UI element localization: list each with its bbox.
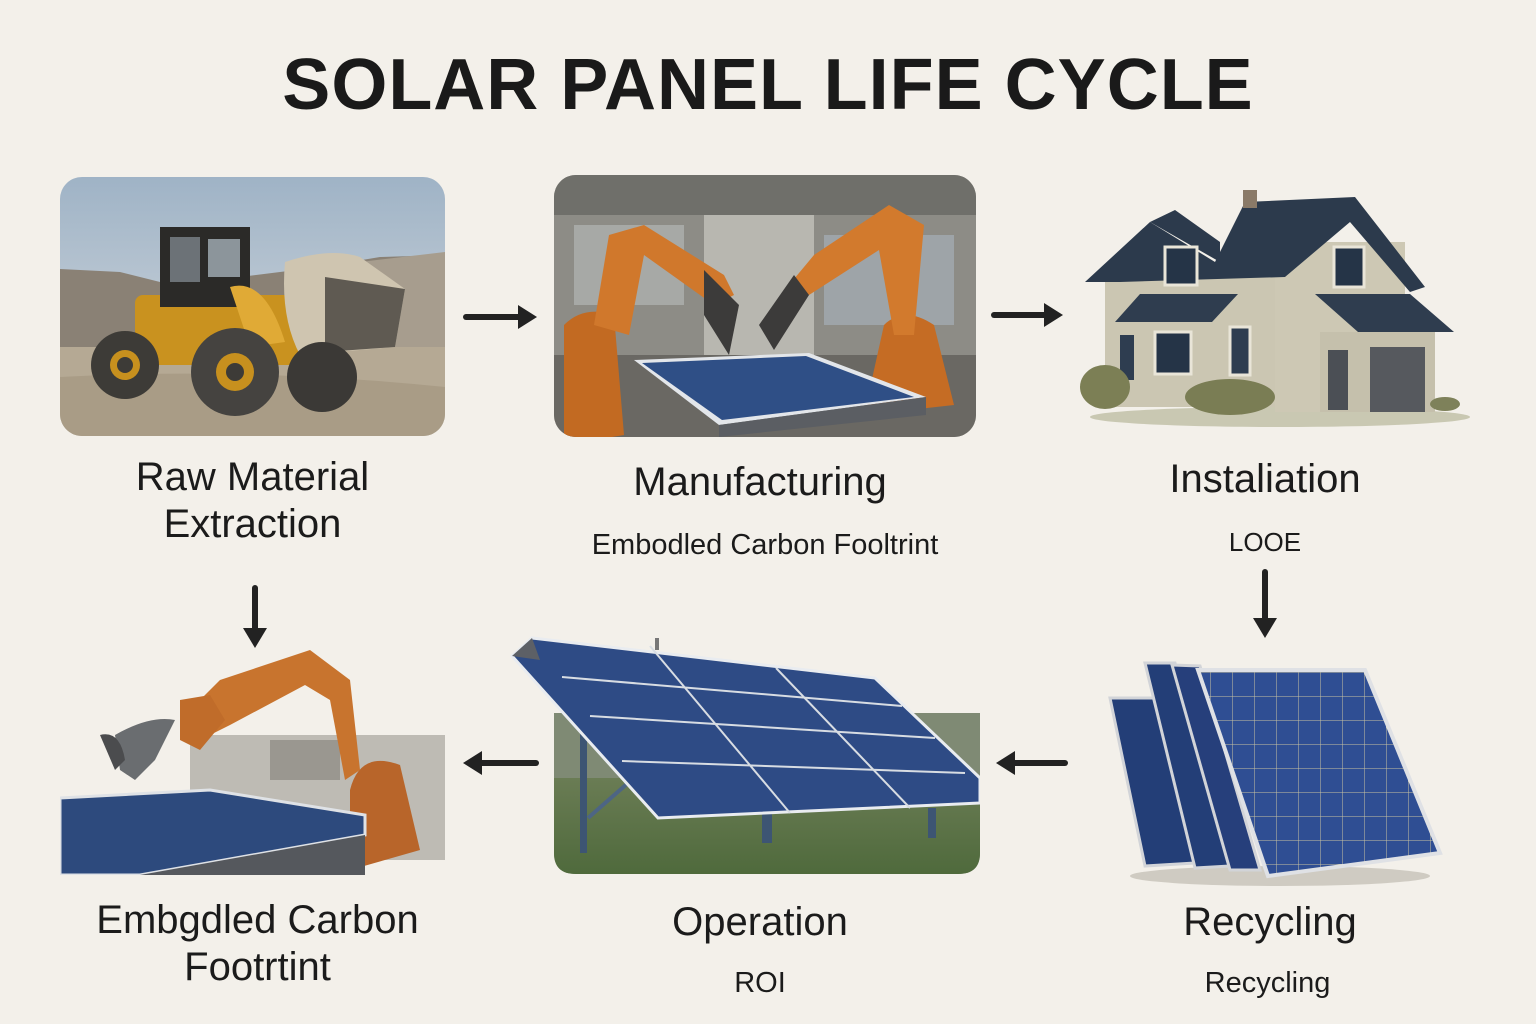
stage-subtitle-installation: LOOE	[1228, 527, 1302, 557]
stage-title-embodied-carbon: Embgdled Carbon Footrtint	[55, 897, 460, 991]
stage-title-recycling: Recycling	[1183, 900, 1357, 944]
arrow-right-icon	[990, 300, 1066, 330]
robot-arm-over-panel-image	[60, 640, 445, 875]
stage-title-line-1: Embgdled Carbon	[96, 898, 419, 942]
stage-title-line-2: Footrtint	[184, 945, 331, 990]
arrow-down-icon	[241, 584, 269, 650]
stage-title-line-1: Raw Material	[135, 455, 370, 499]
page-title: SOLAR PANEL LIFE CYCLE	[282, 45, 1254, 125]
ground-mounted-solar-array-image	[510, 628, 980, 878]
wheel-loader-quarry-image	[60, 177, 445, 436]
arrow-down-icon	[1251, 568, 1279, 640]
arrow-left-icon	[460, 748, 540, 778]
stage-subtitle-recycling: Recycling	[1204, 967, 1331, 999]
stage-title-raw-material-extraction: Raw Material Extraction	[80, 454, 425, 548]
stacked-solar-panels-image	[1100, 648, 1460, 888]
house-image	[1080, 182, 1480, 432]
stage-subtitle-operation: ROI	[734, 967, 786, 999]
stage-title-installation: Instaliation	[1169, 457, 1361, 501]
stage-title-line-2: Extraction	[163, 502, 342, 547]
arrow-left-icon	[993, 748, 1069, 778]
stage-subtitle-manufacturing: Embodled Carbon Fooltrint	[591, 529, 939, 561]
stage-title-manufacturing: Manufacturing	[633, 460, 887, 504]
stage-title-operation: Operation	[672, 900, 848, 944]
robot-arms-assembling-panel-image	[554, 175, 976, 437]
arrow-right-icon	[462, 302, 540, 332]
